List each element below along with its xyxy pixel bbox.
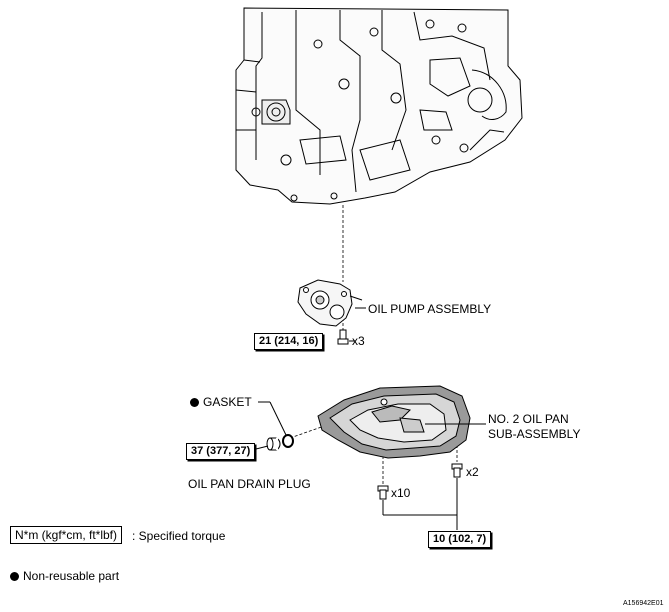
drain-plug-torque-box: 37 (377, 27) xyxy=(186,443,256,460)
drain-plug-label: OIL PAN DRAIN PLUG xyxy=(188,477,311,491)
non-reusable-dot-icon xyxy=(190,398,199,407)
gasket-label-text: GASKET xyxy=(203,395,252,409)
torque-unit-legend-box: N*m (kgf*cm, ft*lbf) xyxy=(10,526,123,544)
oil-pan-label-line2: SUB-ASSEMBLY xyxy=(488,427,581,441)
engine-block xyxy=(235,7,523,205)
non-reusable-legend: Non-reusable part xyxy=(10,569,119,583)
oil-pan-drawing xyxy=(317,385,471,459)
non-reusable-legend-text: Non-reusable part xyxy=(23,569,120,583)
oil-pan-label-line1: NO. 2 OIL PAN xyxy=(488,412,569,426)
oil-pump-bolt-drawing xyxy=(337,329,356,345)
oil-pump-torque-box: 21 (214, 16) xyxy=(254,333,324,350)
drain-plug-drawing xyxy=(266,437,281,451)
oil-pump-bolt-qty: x3 xyxy=(352,334,365,348)
oil-pan-bolt-qty-x10: x10 xyxy=(391,486,411,500)
gasket-drawing xyxy=(282,434,294,448)
oil-pan-bolt-x10-drawing xyxy=(377,485,389,500)
oil-pump-drawing xyxy=(297,279,363,327)
figure-id: A156942E01 xyxy=(623,600,664,607)
oil-pump-label: OIL PUMP ASSEMBLY xyxy=(368,302,492,316)
leader-lines xyxy=(251,307,486,530)
oil-pan-torque-box: 10 (102, 7) xyxy=(428,531,492,548)
oil-pan-bolt-x2-drawing xyxy=(451,463,463,478)
oil-pan-bolt-qty-x2: x2 xyxy=(466,465,479,479)
gasket-label: GASKET xyxy=(190,395,252,409)
torque-legend-text: : Specified torque xyxy=(132,529,226,543)
legend-dot-icon xyxy=(10,572,19,581)
